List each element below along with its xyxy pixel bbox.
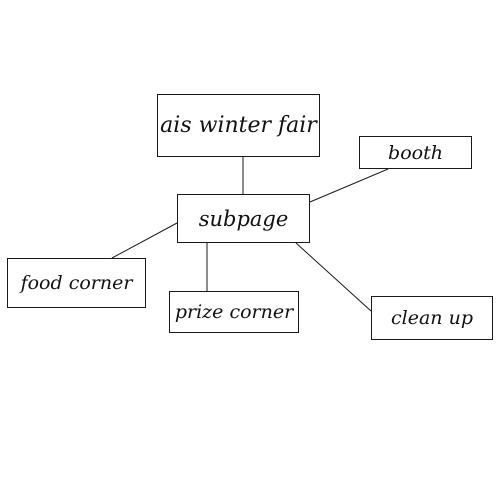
node-subpage[interactable]: subpage: [177, 194, 310, 243]
node-clean-up[interactable]: clean up: [371, 296, 493, 340]
node-label: prize corner: [174, 301, 294, 323]
edge-subpage-booth: [309, 168, 389, 203]
node-label: subpage: [198, 206, 289, 231]
node-booth[interactable]: booth: [359, 136, 472, 169]
node-ais-winter-fair[interactable]: ais winter fair: [157, 94, 320, 157]
node-label: ais winter fair: [160, 113, 317, 138]
node-prize-corner[interactable]: prize corner: [169, 291, 299, 333]
node-label: clean up: [391, 307, 473, 329]
node-food-corner[interactable]: food corner: [7, 258, 146, 308]
edge-subpage-food: [111, 222, 178, 259]
node-label: food corner: [20, 272, 133, 294]
node-label: booth: [388, 141, 443, 164]
edge-subpage-clean: [295, 242, 372, 312]
